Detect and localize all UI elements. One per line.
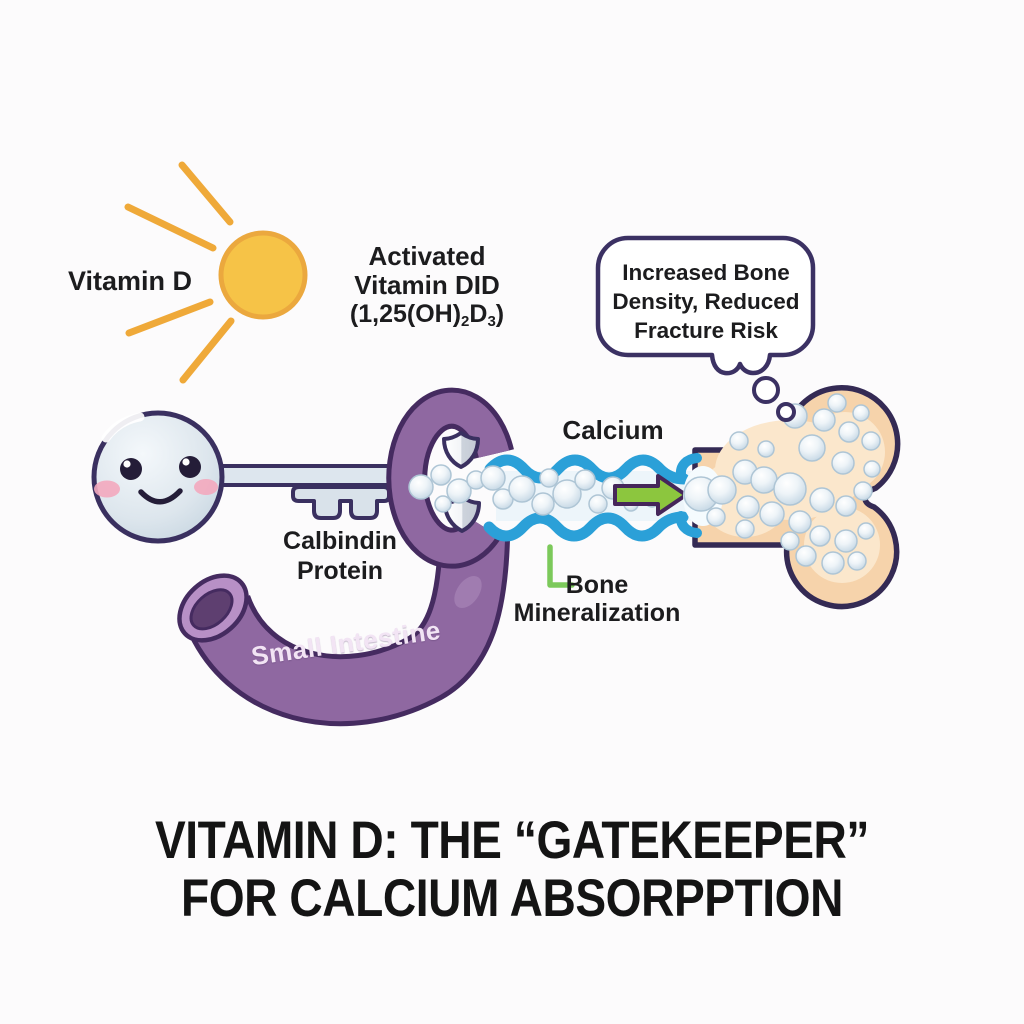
bone-mineral-bubbles: [683, 393, 881, 575]
activated-vitamin-label: Activated Vitamin DID (1,25(OH)2D3): [312, 242, 542, 336]
key-face: [94, 456, 218, 505]
page-title: VITAMIN D: THE “GATEKEEPER” FOR CALCIUM …: [0, 812, 1024, 928]
title-line1: VITAMIN D: THE “GATEKEEPER”: [154, 811, 870, 870]
activated-line1: Activated: [368, 241, 486, 271]
calcium-label: Calcium: [562, 415, 664, 445]
sun-icon: [124, 161, 308, 384]
bone-mineralization-label: Bone Mineralization: [513, 571, 681, 627]
vitamin-d-label: Vitamin D: [68, 266, 193, 296]
flow-arrow-icon: [613, 474, 688, 516]
intestine-open-end: [177, 573, 249, 643]
thought-bubble: [595, 235, 816, 422]
calbindin-protein-label: Calbindin Protein: [283, 527, 397, 585]
shield-icon: [442, 431, 480, 469]
activated-formula: (1,25(OH)2D3): [349, 300, 505, 331]
thought-bubble-tail: [752, 376, 796, 422]
title-line2: FOR CALCIUM ABSORPPTION: [180, 869, 843, 928]
thought-bubble-text: Increased Bone Density, Reduced Fracture…: [612, 260, 800, 343]
activated-line2: Vitamin DID: [354, 270, 500, 300]
key-icon: [91, 410, 415, 544]
bone-mineralization-bracket: [547, 544, 575, 588]
bone-shape: [675, 385, 901, 610]
small-intestine-shape: [177, 387, 514, 727]
